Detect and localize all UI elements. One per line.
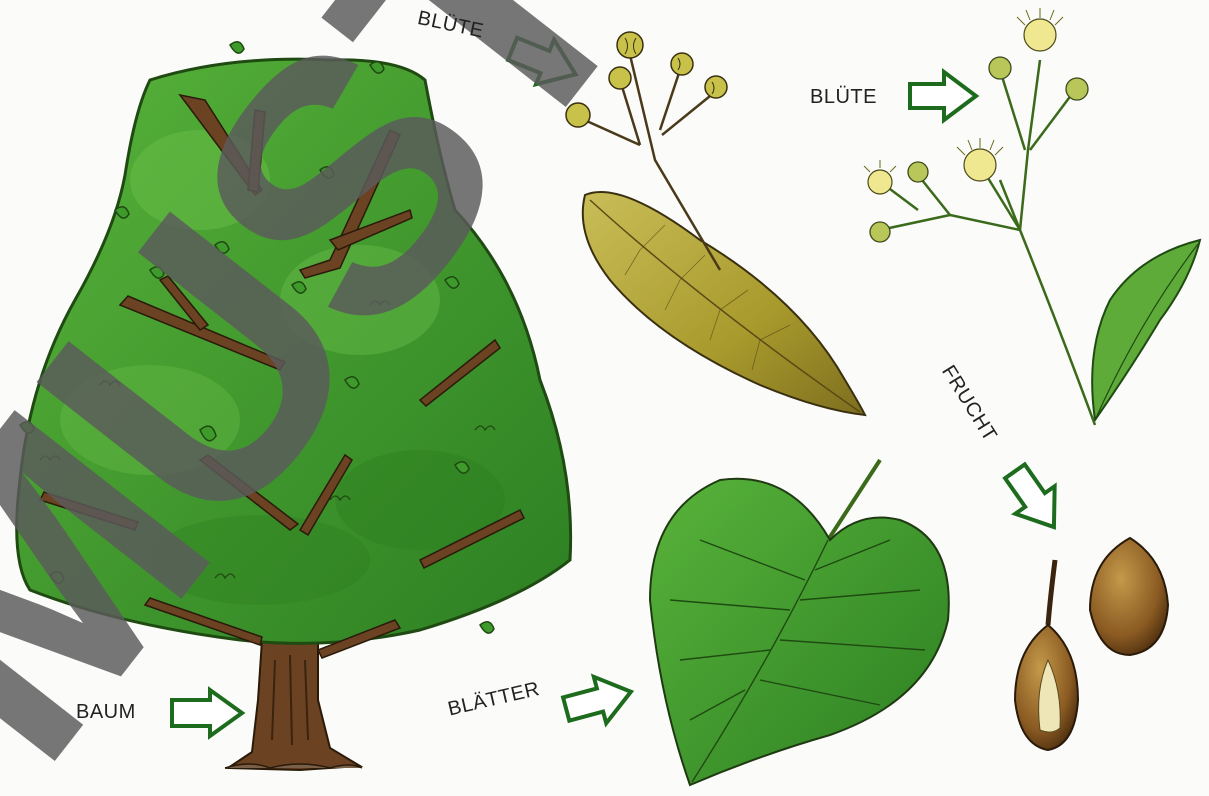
flowering-branch (864, 8, 1200, 425)
heart-leaf-drawing (650, 460, 949, 785)
arrow-icon-bluete-right (910, 72, 976, 120)
flower-bract-leaf (1092, 240, 1200, 420)
arrow-icon-frucht (995, 458, 1073, 541)
heart-leaf (650, 479, 949, 785)
label-baum: BAUM (76, 702, 136, 722)
fruit-stem (1048, 560, 1055, 625)
label-bluete-right: BLÜTE (810, 87, 877, 107)
tree-trunk (228, 640, 360, 770)
nut (1090, 538, 1168, 655)
fruit-drawing (1015, 538, 1168, 750)
bract-leaf (583, 192, 865, 415)
arrow-icon-blaetter (560, 669, 637, 733)
